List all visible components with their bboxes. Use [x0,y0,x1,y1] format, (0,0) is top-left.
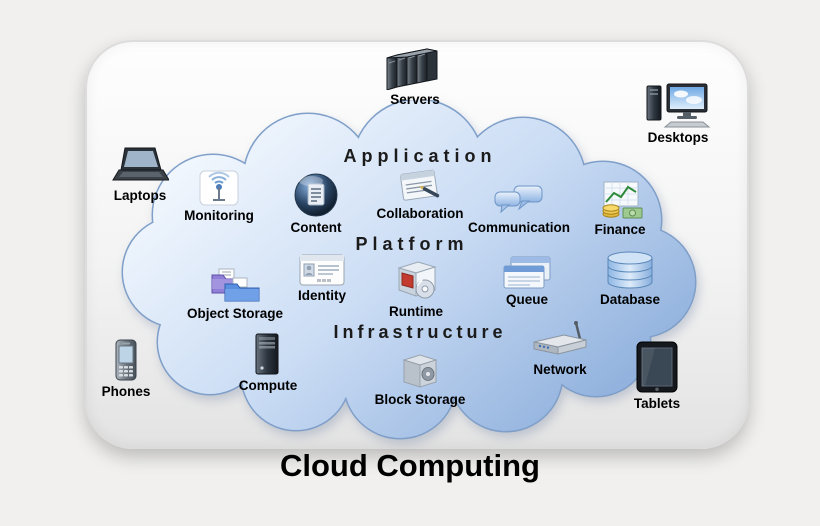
collaboration-icon [399,169,440,201]
service-label: Network [533,362,587,377]
service-finance: Finance [575,180,665,237]
device-label: Servers [390,92,440,107]
service-label: Identity [297,288,346,303]
service-label: Finance [594,222,646,237]
service-communication: Communication [459,184,579,235]
compute-icon [255,333,279,375]
desktops-icon [646,83,711,128]
service-label: Communication [467,220,570,235]
service-collaboration: Collaboration [365,168,475,221]
laptops-icon [112,147,169,181]
object-storage-icon [211,268,260,302]
device-laptops: Laptops [100,146,180,203]
service-object-storage: Object Storage [180,266,290,321]
service-identity: Identity [282,254,362,303]
service-label: Block Storage [374,392,466,407]
service-label: Runtime [389,304,443,319]
device-label: Laptops [113,188,167,203]
service-runtime: Runtime [371,258,461,319]
service-label: Collaboration [376,206,464,221]
finance-icon [602,181,643,219]
service-block-storage: Block Storage [365,352,475,407]
service-queue: Queue [487,256,567,307]
block-storage-icon [402,354,438,388]
device-label: Tablets [633,396,681,411]
service-network: Network [515,320,605,377]
service-database: Database [585,248,675,307]
service-label: Monitoring [184,208,254,223]
service-label: Database [599,292,661,307]
service-label: Content [290,220,342,235]
device-label: Phones [101,384,151,399]
layer-label-platform: Platform [355,234,469,254]
diagram-title: Cloud Computing [280,448,540,483]
monitoring-icon [199,170,239,206]
communication-icon [494,185,543,214]
service-compute: Compute [223,332,313,393]
queue-icon [503,256,551,289]
device-servers: Servers [375,46,455,107]
phones-icon [115,339,137,381]
device-desktops: Desktops [633,80,723,145]
runtime-icon [397,261,437,299]
service-label: Compute [238,378,298,393]
service-label: Queue [505,292,548,307]
database-icon [607,251,653,289]
layer-label-infrastructure: Infrastructure [333,322,507,342]
layer-label-application: Application [343,146,497,166]
network-icon [533,321,587,355]
servers-icon [386,48,438,90]
content-icon [294,173,338,217]
service-monitoring: Monitoring [174,170,264,223]
device-phones: Phones [91,338,161,399]
service-content: Content [276,172,356,235]
device-label: Desktops [647,130,709,145]
service-label: Object Storage [186,306,284,321]
tablets-icon [636,341,678,393]
device-tablets: Tablets [617,340,697,411]
identity-icon [299,254,345,286]
